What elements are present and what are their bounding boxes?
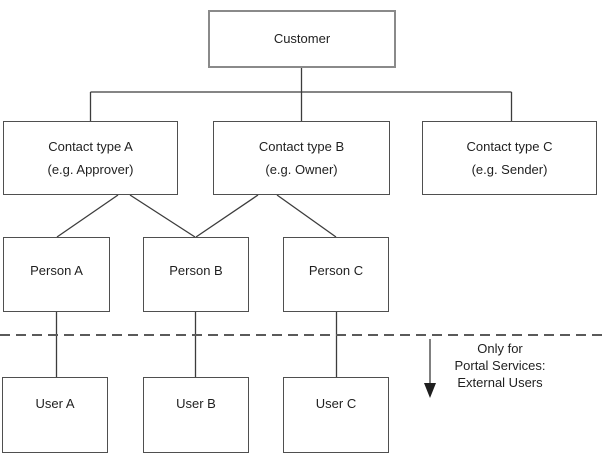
portal-note: Only for Portal Services: External Users [437, 340, 563, 391]
edge-contact-a-person-b [129, 194, 196, 238]
node-label: Contact type A [48, 139, 133, 154]
node-customer: Customer [208, 10, 396, 68]
node-person-b: Person B [143, 237, 249, 312]
node-contact-type-a: Contact type A (e.g. Approver) [3, 121, 178, 195]
node-person-a: Person A [3, 237, 110, 312]
node-label: User C [315, 396, 357, 411]
node-example-label: (e.g. Approver) [47, 162, 134, 177]
node-example-label: (e.g. Owner) [265, 162, 338, 177]
node-label: Person B [169, 262, 223, 278]
node-user-b: User B [143, 377, 249, 453]
node-user-a: User A [2, 377, 108, 453]
node-label: User A [35, 396, 75, 411]
node-example-label: (e.g. Sender) [471, 162, 548, 177]
down-arrow-head [424, 383, 436, 398]
portal-note-line: External Users [457, 375, 543, 390]
node-contact-type-c: Contact type C (e.g. Sender) [422, 121, 597, 195]
node-label: Contact type B [258, 139, 345, 154]
node-label: Person A [30, 262, 83, 278]
edge-contact-b-person-b [195, 194, 259, 238]
down-arrow-icon [424, 339, 436, 398]
node-contact-type-b: Contact type B (e.g. Owner) [213, 121, 390, 195]
node-person-c: Person C [283, 237, 389, 312]
portal-note-line: Only for [477, 341, 523, 356]
node-label: Person C [308, 262, 364, 278]
node-user-c: User C [283, 377, 389, 453]
edge-contact-a-person-a [56, 194, 119, 238]
node-label: Contact type C [466, 139, 553, 154]
portal-note-line: Portal Services: [454, 358, 546, 373]
edge-contact-b-person-c [276, 194, 337, 238]
node-label: User B [176, 396, 216, 411]
node-label: Customer [273, 31, 331, 46]
